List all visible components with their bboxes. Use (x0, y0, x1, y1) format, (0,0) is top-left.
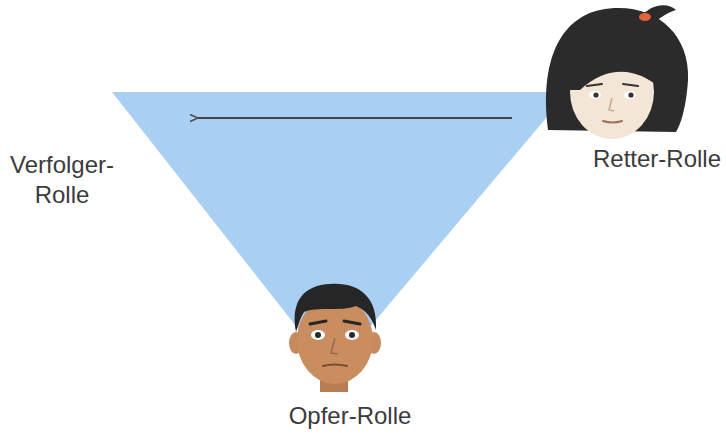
victim-face (289, 284, 381, 392)
role-label: Retter-Rolle (593, 144, 721, 174)
role-label: Opfer-Rolle (289, 401, 412, 431)
role-label: Verfolger-Rolle (6, 150, 118, 210)
rescuer-face (546, 5, 688, 139)
arrow (198, 117, 512, 119)
